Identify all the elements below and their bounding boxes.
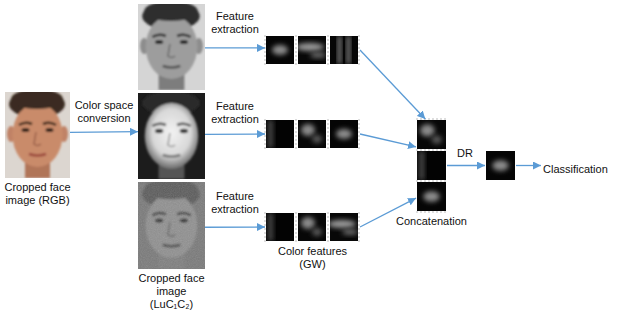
luminance-face	[138, 1, 205, 90]
chroma-face	[138, 179, 205, 269]
feature-strip	[265, 119, 359, 149]
connector-arrow	[205, 47, 265, 48]
connector-arrow	[205, 133, 265, 135]
face-image: Cropped face image (RGB)	[5, 92, 70, 178]
channel-image	[138, 4, 205, 90]
output-label-text: Classification	[543, 163, 608, 176]
connector-arrow	[360, 134, 416, 147]
image-caption: Cropped face image (LuC₁C₂)	[136, 272, 208, 311]
image-caption: Concatenation	[396, 215, 467, 228]
reduced-features	[486, 151, 515, 180]
connector-arrow	[360, 50, 425, 119]
chroma-face	[138, 91, 205, 179]
edge-label: Color space conversion	[72, 99, 136, 125]
feature-strip	[265, 212, 359, 242]
feature-strip: Color features (GW)	[265, 212, 360, 242]
edge-label: Feature extraction	[206, 100, 264, 126]
reduced-features	[485, 150, 516, 181]
channel-image: Cropped face image (LuC₁C₂)	[138, 182, 205, 269]
feature-strip	[265, 35, 360, 65]
connector-arrow	[70, 131, 138, 133]
image-caption: Cropped face image (RGB)	[2, 181, 74, 207]
channel-image	[138, 93, 205, 179]
edge-label: Feature extraction	[206, 190, 264, 216]
concatenated-features: Concatenation	[416, 119, 447, 212]
image-caption: Color features (GW)	[271, 245, 355, 271]
connector-arrow	[516, 165, 541, 166]
feature-strip	[265, 35, 359, 65]
rgb-face	[5, 89, 70, 178]
output-label: Classification	[541, 158, 610, 173]
feature-strip	[265, 119, 360, 149]
connector-arrow	[447, 165, 485, 166]
edge-label: DR	[450, 147, 480, 160]
edge-label: Feature extraction	[206, 10, 264, 36]
concatenated-features	[416, 119, 447, 212]
connector-arrow	[205, 226, 265, 228]
